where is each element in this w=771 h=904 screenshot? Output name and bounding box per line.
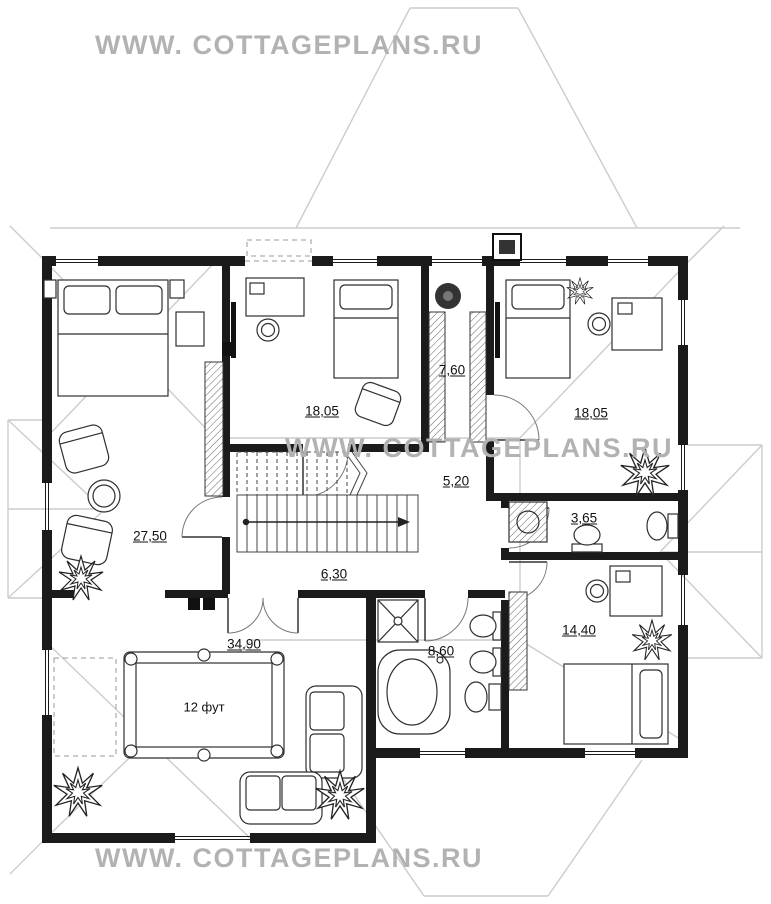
nightstand	[169, 279, 185, 299]
watermark-bottom: WWW. COTTAGEPLANS.RU	[95, 843, 483, 873]
desk-chair	[585, 579, 609, 603]
watermark-top: WWW. COTTAGEPLANS.RU	[95, 30, 483, 60]
sofa	[305, 685, 363, 779]
room-area-label-bedroom-right: 18,05	[574, 405, 608, 421]
single-bed	[333, 279, 399, 379]
door-arc	[227, 597, 264, 634]
interior-walls	[42, 256, 688, 748]
washing-machine	[508, 501, 548, 543]
wardrobe-closet	[428, 311, 446, 443]
door-arc	[493, 394, 540, 441]
desk-chair	[256, 318, 280, 342]
room-area-label-billiard-room: 34,90	[227, 636, 261, 652]
room-area-label-bathroom-small: 3,65	[570, 510, 598, 526]
door-arc	[181, 496, 223, 538]
stair-break-line	[351, 451, 368, 496]
dashed-zones	[53, 239, 312, 757]
toilet	[464, 681, 502, 713]
desk	[611, 297, 663, 351]
sink	[571, 524, 603, 553]
stair-break-line	[344, 451, 361, 496]
sofa	[239, 771, 323, 825]
room-area-label-bathroom-large: 8,60	[427, 643, 455, 659]
tv	[495, 302, 500, 358]
room-area-label-corridor: 6,30	[320, 566, 348, 582]
coffee-table	[87, 479, 121, 513]
ceiling-vent	[435, 283, 461, 309]
room-area-label-master-bedroom: 27,50	[133, 528, 167, 544]
room-area-label-bedroom-bottom-right: 14,40	[562, 622, 596, 638]
sink	[469, 647, 502, 677]
armchair	[354, 381, 402, 427]
dresser	[175, 311, 205, 347]
staircase	[236, 451, 419, 553]
storage-dashed	[53, 657, 117, 757]
furniture	[43, 277, 679, 825]
desk	[245, 277, 305, 317]
wardrobe-closet	[469, 311, 487, 443]
toilet	[646, 511, 679, 541]
desk-chair	[587, 312, 611, 336]
potted-plant	[566, 277, 594, 305]
watermark-middle: WWW. COTTAGEPLANS.RU	[285, 433, 673, 463]
billiard-table-size-label: 12 фут	[183, 699, 225, 715]
tv	[231, 302, 236, 358]
potted-plant	[53, 767, 103, 817]
armchair	[61, 514, 113, 566]
room-area-label-wardrobe-hall: 7,60	[438, 362, 466, 378]
armchair	[58, 424, 110, 474]
billiard-table	[123, 648, 285, 762]
stair-direction-arrow	[242, 517, 410, 527]
room-area-label-bedroom-left: 18,05	[305, 403, 339, 419]
shower-cabin	[377, 599, 419, 643]
wardrobes	[204, 311, 528, 691]
single-bed	[505, 279, 571, 379]
double-bed	[43, 279, 185, 397]
potted-plant	[631, 619, 673, 661]
door-arc	[424, 597, 469, 642]
nightstand	[43, 279, 57, 299]
wardrobe-closet	[204, 361, 224, 497]
double-bed	[563, 663, 669, 745]
wardrobe-closet	[508, 591, 528, 691]
windows	[45, 259, 685, 840]
desk	[609, 565, 663, 617]
chimney	[492, 233, 522, 261]
bathtub	[377, 649, 451, 735]
tv-panels	[231, 302, 500, 358]
room-area-label-hall: 5,20	[442, 473, 470, 489]
sink	[469, 611, 502, 641]
door-arc	[262, 597, 299, 634]
balcony-door-dashed	[246, 239, 312, 257]
